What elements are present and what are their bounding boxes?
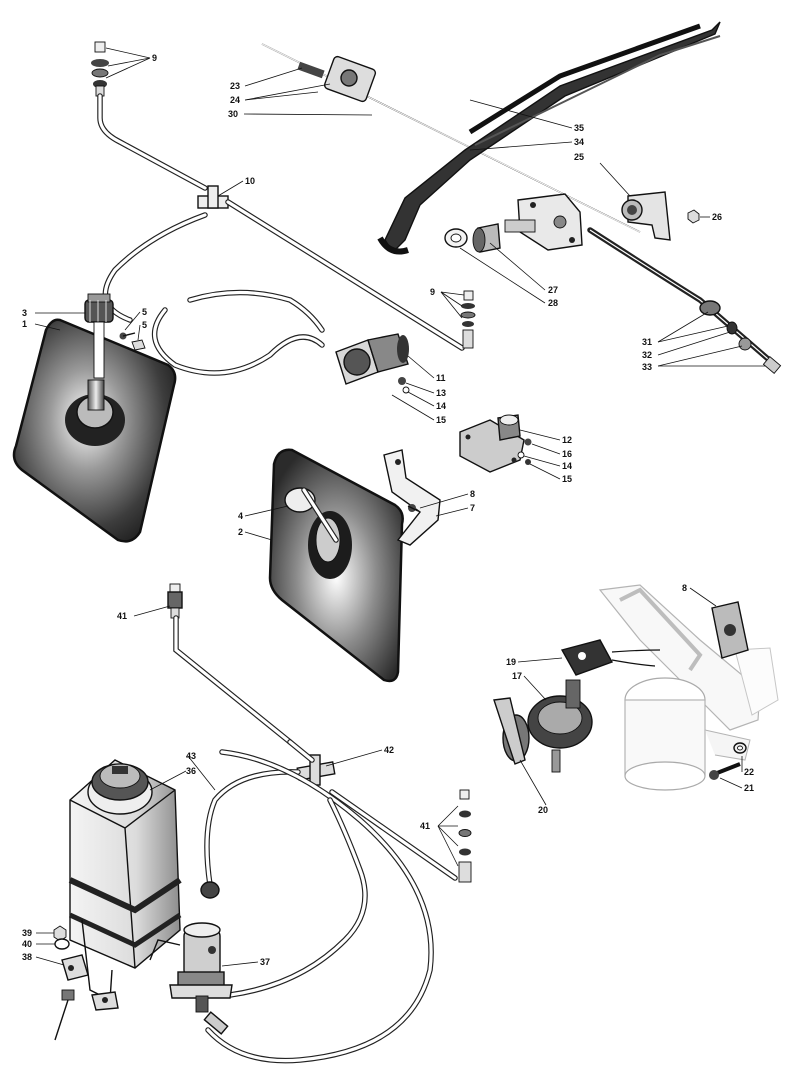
callout-label: 34 (574, 137, 584, 147)
callout-label: 5 (142, 307, 147, 317)
callout-label: 4 (238, 511, 243, 521)
washer-bag-2 (268, 448, 404, 683)
leader-lines (34, 47, 765, 967)
bag-bracket (383, 449, 441, 546)
callout-label: 2 (238, 527, 243, 537)
callout-label: 39 (22, 928, 32, 938)
callout-label: 12 (562, 435, 572, 445)
callout-label: 20 (538, 805, 548, 815)
wiper-arm (377, 21, 721, 255)
washer-jet-upper-left (91, 41, 109, 97)
washer-pump (169, 922, 233, 1013)
callout-label: 9 (152, 53, 157, 63)
drive-cable (587, 227, 782, 374)
nut-39 (53, 925, 67, 942)
callout-label: 13 (436, 388, 446, 398)
wiper-drive-rack (261, 21, 782, 374)
callout-label: 16 (562, 449, 572, 459)
nut (687, 209, 700, 224)
callout-label: 11 (436, 373, 446, 383)
callout-label: 14 (562, 461, 572, 471)
callout-label: 1 (22, 319, 27, 329)
callout-label: 35 (574, 123, 584, 133)
callout-label: 31 (642, 337, 652, 347)
wiper-motor (598, 584, 779, 791)
washer-jet-lower-right (458, 789, 472, 883)
t-piece-upper (197, 185, 229, 209)
callout-label: 27 (548, 285, 558, 295)
callout-label: 8 (682, 583, 687, 593)
callout-label: 22 (744, 767, 754, 777)
callout-label: 14 (436, 401, 446, 411)
callout-label: 10 (245, 176, 255, 186)
callout-label: 8 (470, 489, 475, 499)
callout-label: 43 (186, 751, 196, 761)
bottle-bolt (54, 989, 75, 1041)
motor-connector (711, 601, 749, 659)
pump-cap (84, 293, 114, 323)
callout-label: 15 (436, 415, 446, 425)
grommet (444, 223, 501, 253)
washer-14 (402, 386, 410, 394)
callout-label: 32 (642, 350, 652, 360)
callout-label: 26 (712, 212, 722, 222)
callout-label: 21 (744, 783, 754, 793)
callout-label: 25 (574, 152, 584, 162)
washer-bag-1 (12, 293, 177, 543)
callout-label: 9 (430, 287, 435, 297)
callout-label: 36 (186, 766, 196, 776)
mounting-bracket (621, 191, 671, 241)
washer-switch-lower (459, 414, 532, 473)
nut-13 (398, 377, 406, 385)
callout-label: 17 (512, 671, 522, 681)
callout-label: 5 (142, 320, 147, 330)
wheelbox-upper (297, 55, 377, 103)
callout-label: 41 (420, 821, 430, 831)
washer-jet-lower-top (167, 583, 183, 619)
callout-label: 7 (470, 503, 475, 513)
callout-label: 30 (228, 109, 238, 119)
callout-label: 40 (22, 939, 32, 949)
wheelbox-lower (504, 193, 583, 251)
callout-label: 33 (642, 362, 652, 372)
washer-bottle (68, 759, 182, 969)
callout-label: 38 (22, 952, 32, 962)
bottle-bracket (61, 919, 181, 1011)
washer-switch-upper (335, 333, 410, 394)
callout-label: 24 (230, 95, 240, 105)
gearbox (493, 679, 593, 773)
callout-label: 3 (22, 308, 27, 318)
callout-label: 28 (548, 298, 558, 308)
motor-bolt (709, 742, 747, 780)
brush-plate (560, 639, 661, 676)
washer-40 (54, 938, 70, 950)
callout-label: 23 (230, 81, 240, 91)
callout-label: 37 (260, 957, 270, 967)
callout-label: 41 (117, 611, 127, 621)
screw-5 (119, 332, 146, 351)
callout-label: 15 (562, 474, 572, 484)
callout-label: 42 (384, 745, 394, 755)
washer-pipes-lower (167, 583, 472, 1064)
pump-outlet-nozzle (203, 1011, 229, 1035)
washer-jet-upper-right (460, 290, 476, 349)
callout-numbers: 9 23 24 30 35 34 25 10 26 27 28 3 1 5 5 … (22, 53, 754, 967)
callout-label: 19 (506, 657, 516, 667)
